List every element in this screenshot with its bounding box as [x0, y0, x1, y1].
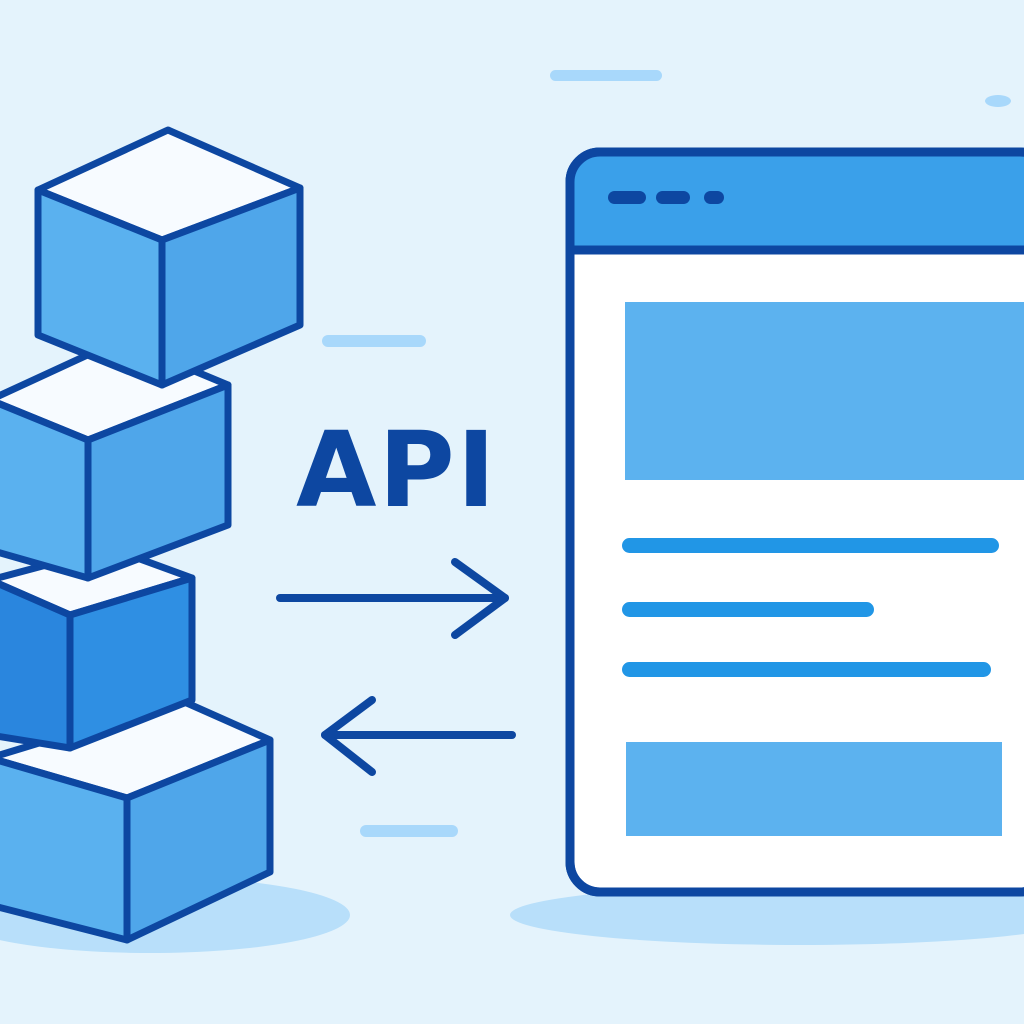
- content-text-line: [622, 538, 999, 553]
- decor-dash: [322, 335, 426, 347]
- content-text-line: [622, 662, 991, 677]
- window-controls: [608, 191, 724, 204]
- cube-third: [0, 544, 196, 752]
- ground-shadow-right: [510, 885, 1024, 945]
- content-footer-block: [626, 742, 1002, 836]
- decor-dash: [360, 825, 458, 837]
- browser-window-icon: [565, 147, 1024, 897]
- window-dot: [656, 191, 690, 204]
- arrow-right-icon: [276, 558, 509, 639]
- api-label: API: [296, 409, 498, 531]
- stacked-cubes-icon: [0, 126, 304, 944]
- decor-dash: [550, 70, 662, 81]
- window-dot: [704, 191, 724, 204]
- content-text-line: [622, 602, 874, 617]
- content-hero-block: [625, 302, 1024, 480]
- cube-top: [34, 126, 304, 389]
- arrow-left-icon: [321, 696, 516, 776]
- window-title-bar: [574, 156, 1024, 250]
- window-dot: [608, 191, 646, 204]
- decor-dot: [985, 95, 1011, 107]
- cube-second: [0, 336, 232, 582]
